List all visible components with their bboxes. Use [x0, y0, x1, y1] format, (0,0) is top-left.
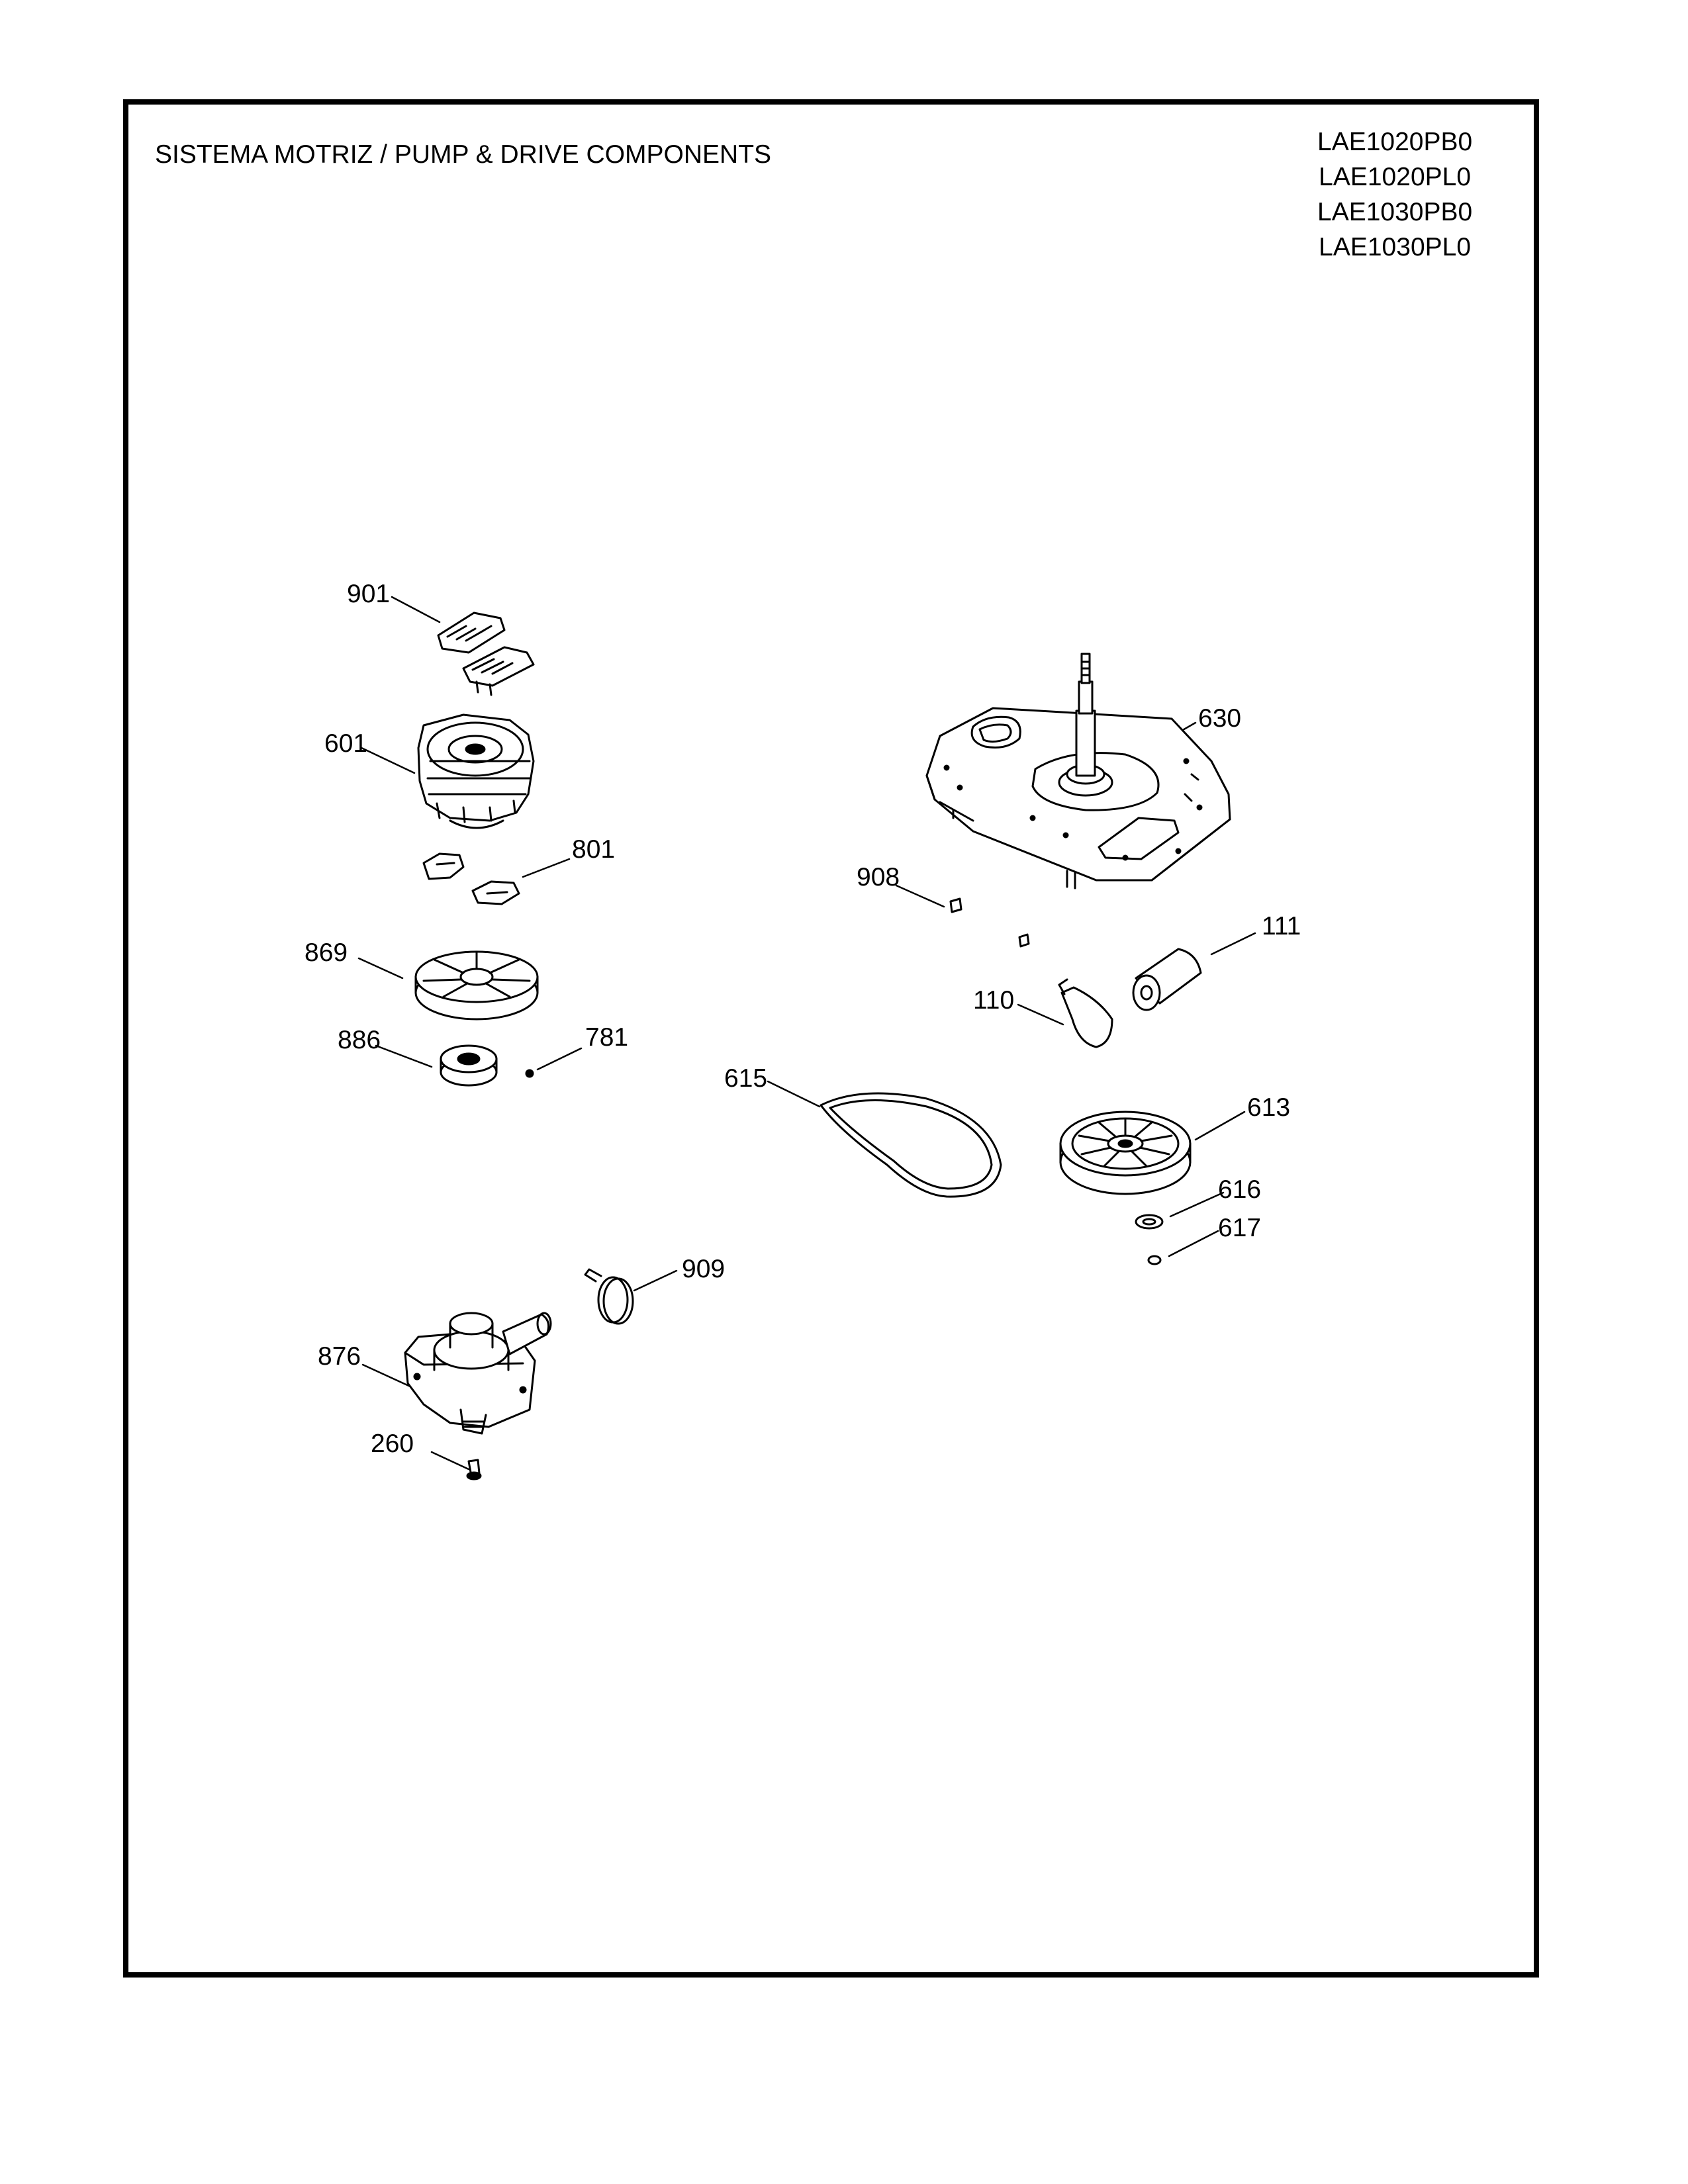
diagram-title: SISTEMA MOTRIZ / PUMP & DRIVE COMPONENTS — [155, 140, 772, 169]
callout-616: 616 — [1218, 1175, 1262, 1204]
callout-110: 110 — [973, 986, 1015, 1015]
callout-617: 617 — [1218, 1214, 1262, 1242]
callout-613: 613 — [1247, 1093, 1291, 1122]
model-number: LAE1030PL0 — [1319, 233, 1472, 261]
part-886-motor-pulley — [440, 1044, 498, 1087]
part-876-drain-pump — [404, 1312, 552, 1435]
callout-801: 801 — [572, 835, 616, 864]
callout-781: 781 — [585, 1023, 629, 1052]
callout-909: 909 — [682, 1255, 726, 1283]
part-601-motor — [417, 713, 535, 829]
callout-876: 876 — [318, 1342, 361, 1371]
part-630-drive-base-assembly — [925, 653, 1231, 889]
part-615-drive-belt — [820, 1092, 1002, 1198]
part-901-brush-holders — [437, 612, 535, 696]
callout-260: 260 — [371, 1430, 414, 1458]
model-number: LAE1030PB0 — [1317, 198, 1473, 226]
part-616-washer — [1135, 1214, 1164, 1230]
model-list: LAE1020PB0 LAE1020PL0 LAE1030PB0 LAE1030… — [1317, 124, 1472, 265]
part-781-small-fastener — [525, 1069, 534, 1078]
callout-601: 601 — [324, 729, 368, 758]
part-909-hose-clamp — [584, 1268, 634, 1325]
callout-630: 630 — [1198, 704, 1242, 733]
drawing-border — [123, 99, 1539, 1978]
part-801-motor-brackets — [422, 852, 520, 905]
part-869-fan — [414, 950, 539, 1021]
part-110-capacitor-strap — [1058, 978, 1113, 1048]
callout-908: 908 — [857, 863, 900, 891]
callout-886: 886 — [338, 1026, 381, 1054]
part-260-screw — [466, 1459, 482, 1480]
callout-111: 111 — [1262, 912, 1301, 940]
model-number: LAE1020PB0 — [1317, 128, 1473, 156]
part-617-nut — [1147, 1255, 1162, 1265]
callout-869: 869 — [305, 938, 348, 967]
part-111-capacitor — [1132, 948, 1202, 1011]
callout-615: 615 — [724, 1064, 768, 1093]
part-613-drive-pulley — [1059, 1111, 1192, 1195]
model-number: LAE1020PL0 — [1319, 163, 1472, 191]
part-908-clips — [949, 897, 1030, 948]
callout-901: 901 — [347, 580, 391, 608]
